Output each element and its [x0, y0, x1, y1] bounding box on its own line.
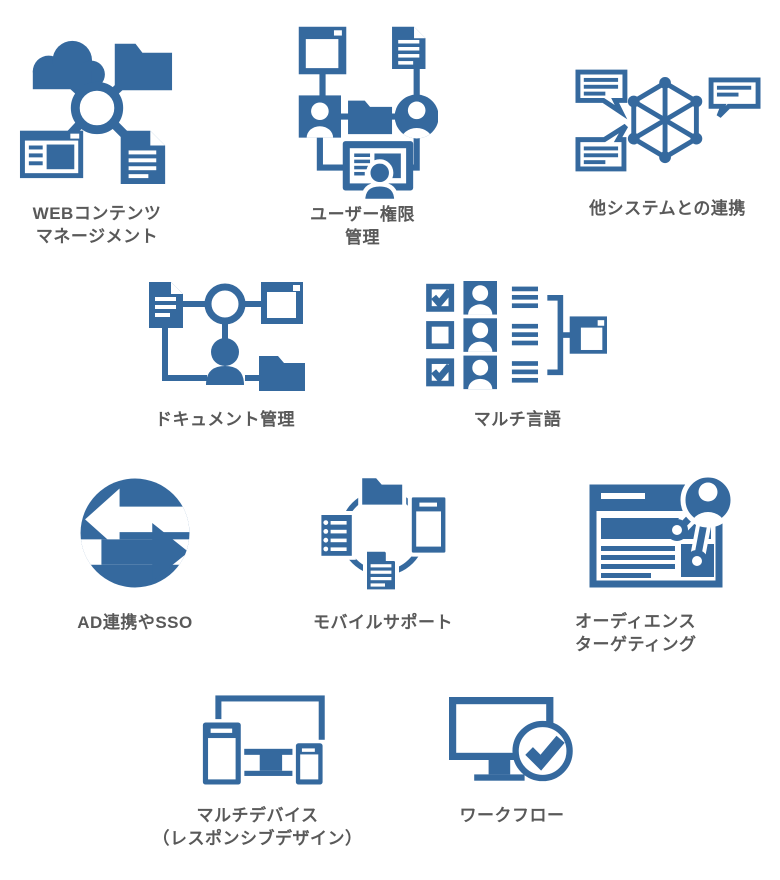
feature-label: ユーザー権限 管理: [310, 203, 415, 249]
feature-label: マルチ言語: [474, 408, 562, 431]
feature-label: マルチデバイス （レスポンシブデザイン）: [153, 804, 363, 850]
label-line: モバイルサポート: [313, 613, 453, 632]
feature-label: ワークフロー: [460, 804, 565, 827]
label-line: ユーザー権限: [310, 205, 415, 224]
feature-user-permission: ユーザー権限 管理: [275, 25, 450, 249]
connected-systems-icon: [565, 60, 770, 183]
multilingual-checklist-icon: [420, 280, 615, 392]
sync-arrows-icon: [45, 473, 225, 593]
feature-document-management: ドキュメント管理: [135, 280, 315, 431]
label-line: 他システムとの連携: [589, 199, 746, 218]
feature-label: ドキュメント管理: [155, 408, 295, 431]
feature-system-integration: 他システムとの連携: [565, 60, 770, 220]
feature-multi-device: マルチデバイス （レスポンシブデザイン）: [150, 695, 365, 850]
label-line: （レスポンシブデザイン）: [152, 829, 363, 848]
label-line: ワークフロー: [459, 806, 565, 825]
feature-label: 他システムとの連携: [589, 197, 746, 220]
audience-target-icon: [563, 470, 763, 592]
feature-workflow: ワークフロー: [432, 696, 592, 827]
feature-label: AD連携やSSO: [77, 611, 192, 634]
feature-audience-targeting: オーディエンス ターゲティング: [563, 470, 763, 656]
label-line: 管理: [344, 228, 380, 247]
feature-multi-language: マルチ言語: [420, 280, 615, 431]
label-line: マネージメント: [35, 227, 159, 246]
monitor-check-icon: [432, 696, 592, 788]
responsive-devices-icon: [150, 695, 365, 788]
feature-label: WEBコンテンツ マネージメント: [33, 202, 162, 248]
feature-ad-sso: AD連携やSSO: [45, 473, 225, 634]
document-flow-icon: [135, 280, 315, 392]
label-line: マルチデバイス: [196, 806, 319, 825]
user-permission-flow-icon: [275, 25, 450, 201]
label-line: WEBコンテンツ: [32, 204, 162, 223]
network-hub-icon: [12, 25, 182, 188]
label-line: ドキュメント管理: [155, 410, 295, 429]
label-line: ターゲティング: [575, 635, 697, 654]
feature-label: モバイルサポート: [313, 611, 453, 634]
label-line: マルチ言語: [473, 410, 562, 429]
label-line: AD連携やSSO: [77, 613, 193, 632]
feature-web-cms: WEBコンテンツ マネージメント: [12, 25, 182, 248]
label-line: オーディエンス: [575, 612, 696, 631]
feature-label: オーディエンス ターゲティング: [563, 610, 763, 656]
device-sync-icon: [293, 473, 473, 593]
feature-mobile-support: モバイルサポート: [293, 473, 473, 634]
